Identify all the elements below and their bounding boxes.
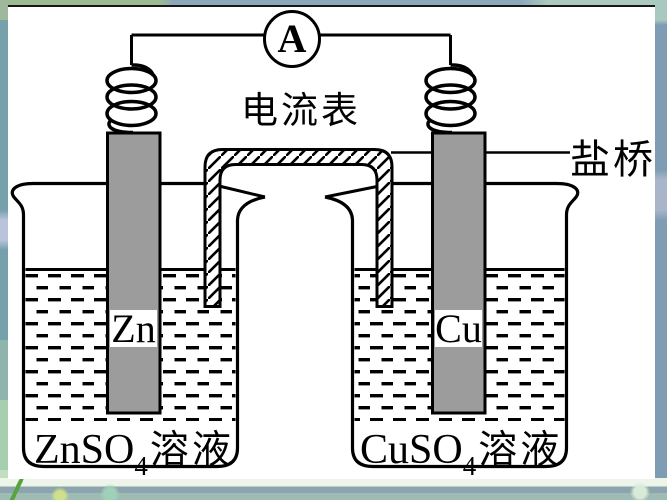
background-artwork-bottom [0, 478, 667, 500]
ammeter-circle [263, 10, 321, 68]
background-artwork-right [654, 0, 667, 500]
salt-bridge-tube [203, 148, 394, 308]
right-beaker-spout-line [324, 185, 378, 199]
background-artwork-left [0, 0, 9, 500]
left-beaker-outline [10, 181, 266, 469]
zinc-electrode [106, 131, 162, 415]
left-coil-loop [105, 83, 158, 111]
right-coil-loop [424, 99, 477, 128]
right-solution-subscript: 4 [462, 451, 477, 481]
right-coil [424, 63, 477, 135]
left-coil [105, 63, 158, 135]
left-beaker [10, 181, 266, 469]
right-beaker-outline [324, 181, 580, 469]
right-coil-loop [424, 66, 477, 95]
left-coil-exit [107, 117, 134, 135]
left-coil-loop [105, 66, 158, 95]
right-beaker [324, 181, 580, 469]
left-solution-subscript: 4 [134, 451, 148, 481]
right-coil-exit [426, 117, 453, 135]
right-solution-formula: CuSO [360, 427, 463, 473]
left-solution-formula: ZnSO [34, 427, 135, 473]
left-solution-suffix: 溶液 [149, 429, 234, 472]
copper-electrode-label: Cu [435, 306, 482, 351]
right-solution-suffix: 溶液 [478, 429, 563, 472]
left-solution-label: ZnSO4溶液 [34, 419, 234, 482]
ammeter-symbol: A [277, 16, 307, 61]
ammeter-label: 电流表 [241, 91, 361, 132]
zinc-electrode-label: Zn [110, 306, 157, 351]
left-beaker-spout-line [220, 185, 266, 199]
right-solution-label: CuSO4溶液 [360, 419, 562, 482]
right-coil-loop [424, 83, 477, 111]
copper-electrode [431, 131, 487, 415]
left-coil-loop [105, 99, 158, 128]
circuit-wires [130, 33, 452, 65]
background-artwork-top [0, 0, 667, 6]
salt-bridge-label: 盐桥 [570, 137, 656, 182]
